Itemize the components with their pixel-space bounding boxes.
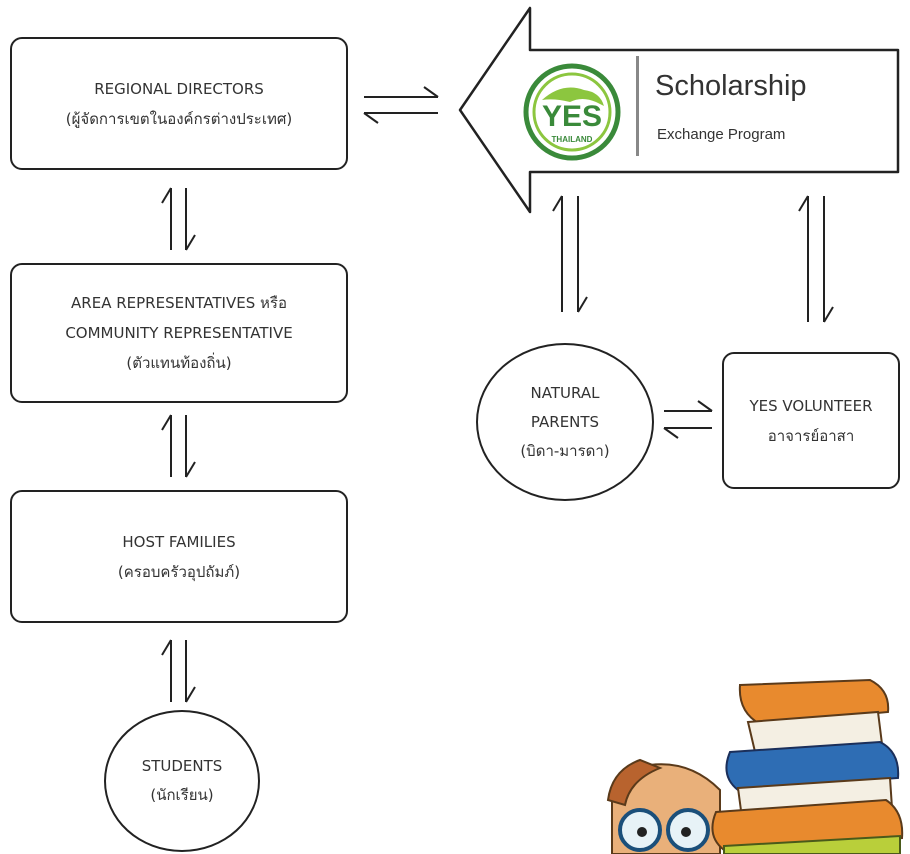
natural-parents-node: NATURAL PARENTS (บิดา-มารดา) <box>476 343 654 501</box>
host-families-thai-label: (ครอบครัวอุปถัมภ์) <box>117 562 241 581</box>
natural-parents-label-1: NATURAL <box>530 383 600 402</box>
yes-thailand-logo: YES THAILAND <box>523 63 621 161</box>
yes-volunteer-thai-label: อาจารย์อาสา <box>767 426 855 445</box>
logo-divider <box>636 56 639 156</box>
books-cartoon-illustration <box>606 678 904 854</box>
regional-directors-thai-label: (ผู้จัดการเขตในองค์กรต่างประเทศ) <box>65 109 293 128</box>
students-label: STUDENTS <box>141 757 223 775</box>
natural-parents-label-2: PARENTS <box>530 412 600 431</box>
natural-parents-thai-label: (บิดา-มารดา) <box>520 441 610 460</box>
students-thai-label: (นักเรียน) <box>150 786 214 804</box>
regional-directors-label: REGIONAL DIRECTORS <box>94 79 264 98</box>
bidirectional-arrow-directors-area <box>161 187 196 251</box>
area-representatives-box: AREA REPRESENTATIVES หรือ COMMUNITY REPR… <box>10 263 348 403</box>
bidirectional-arrow-host-students <box>161 639 196 703</box>
students-node: STUDENTS (นักเรียน) <box>104 710 260 852</box>
host-families-label: HOST FAMILIES <box>122 532 236 551</box>
bidirectional-arrow-banner-parents <box>552 195 588 313</box>
program-banner-arrow <box>458 6 900 214</box>
logo-badge-text: YES <box>542 100 602 133</box>
bidirectional-arrow-directors-banner <box>363 86 439 124</box>
yes-volunteer-label: YES VOLUNTEER <box>749 396 873 415</box>
area-representatives-label: AREA REPRESENTATIVES หรือ <box>71 294 287 312</box>
program-subtitle: Exchange Program <box>657 126 786 143</box>
regional-directors-box: REGIONAL DIRECTORS (ผู้จัดการเขตในองค์กร… <box>10 37 348 170</box>
logo-badge-subtext: THAILAND <box>552 135 593 144</box>
bidirectional-arrow-parents-volunteer <box>663 400 713 439</box>
program-title: Scholarship <box>655 70 807 102</box>
community-representative-label: COMMUNITY REPRESENTATIVE <box>65 324 293 342</box>
area-representatives-thai-label: (ตัวแทนท้องถิ่น) <box>126 354 232 372</box>
yes-volunteer-box: YES VOLUNTEER อาจารย์อาสา <box>722 352 900 489</box>
bidirectional-arrow-banner-volunteer <box>798 195 834 323</box>
host-families-box: HOST FAMILIES (ครอบครัวอุปถัมภ์) <box>10 490 348 623</box>
bidirectional-arrow-area-host <box>161 414 196 478</box>
